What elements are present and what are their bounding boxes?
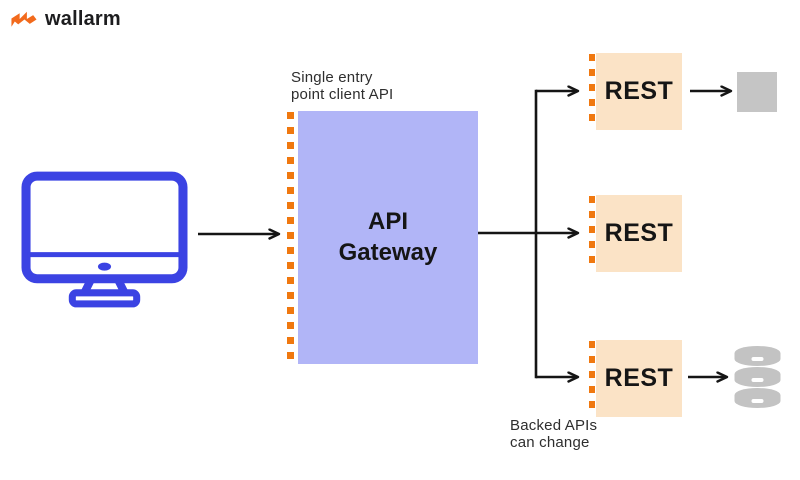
gateway-accent-border: [287, 112, 294, 362]
rest-accent-border: [589, 341, 595, 416]
api-gateway-label: API Gateway: [338, 207, 438, 266]
brand-logo: wallarm: [10, 8, 121, 31]
brand-name: wallarm: [45, 8, 121, 30]
rest-accent-border: [589, 196, 595, 271]
wallarm-logo-icon: [11, 11, 37, 27]
gateway-note: Single entry point client API: [291, 69, 394, 103]
rest-accent-border: [589, 54, 595, 129]
rest-service-node: REST: [596, 53, 682, 130]
database-icon: [734, 346, 781, 408]
desktop-computer-icon: [21, 171, 188, 308]
backend-note: Backed APIs can change: [510, 417, 598, 451]
rest-label: REST: [604, 364, 674, 392]
generic-service-square: [737, 72, 777, 112]
rest-label: REST: [604, 219, 674, 247]
rest-service-node: REST: [596, 195, 682, 272]
api-gateway-node: API Gateway: [298, 111, 478, 364]
rest-label: REST: [604, 77, 674, 105]
rest-service-node: REST: [596, 340, 682, 417]
